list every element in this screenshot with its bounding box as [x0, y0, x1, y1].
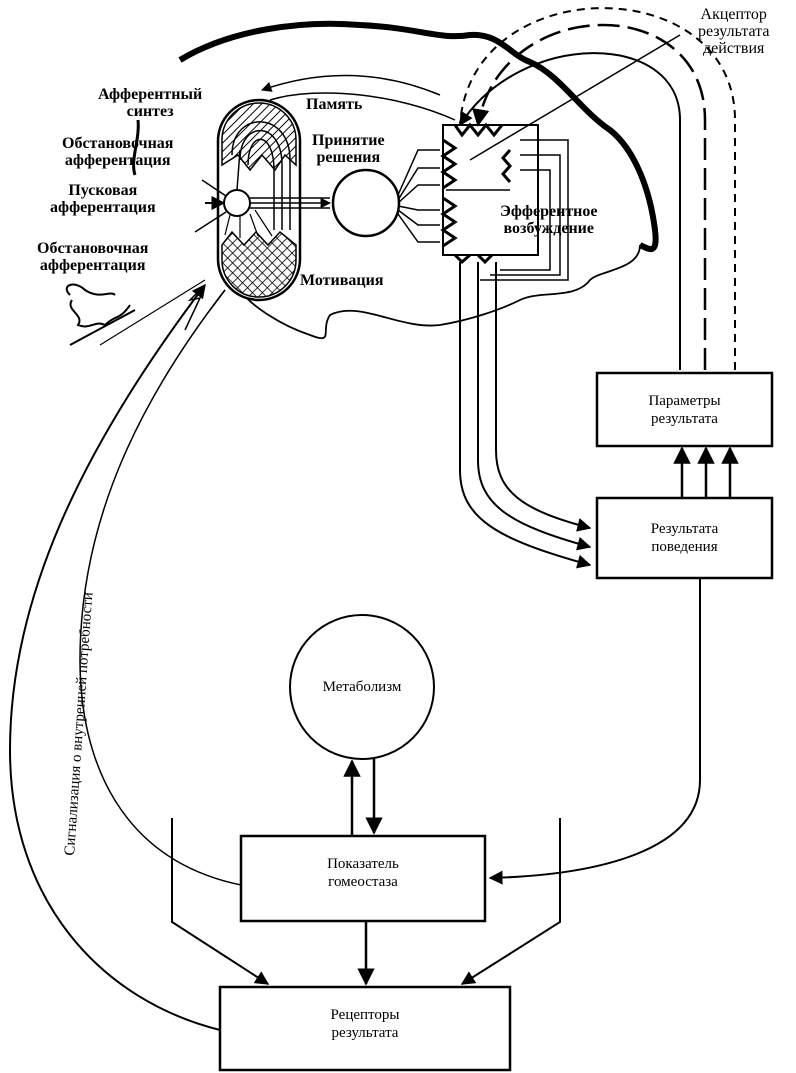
decision-making-line2: решения [316, 149, 381, 166]
cns-boundary-thick [178, 20, 659, 253]
decision-making-line1: Принятие [312, 132, 385, 149]
behavior-results-text: Результата поведения [597, 520, 772, 556]
situational-afferentation-2-line1: Обстановочная [37, 240, 149, 257]
behavior-results-line1: Результата [650, 521, 719, 537]
afferent-synthesis-pointer [132, 119, 140, 176]
metabolism-text: Метаболизм [322, 679, 402, 695]
trigger-node [223, 189, 251, 217]
need-signal-outer [8, 283, 221, 1031]
motivation-crosshatched-zone [221, 230, 297, 298]
homeostasis-line2: гомеостаза [328, 874, 398, 890]
afferent-synthesis-label: Афферентный синтез [98, 86, 202, 120]
acceptor-pointer [469, 34, 681, 161]
efferent-excitation-line2: возбуждение [503, 220, 594, 237]
acceptor-line2: результата [698, 23, 770, 40]
result-receptors-line1: Рецепторы [330, 1007, 400, 1023]
afferent-synthesis-line2: синтез [126, 103, 174, 120]
result-parameters-line2: результата [651, 411, 718, 427]
motivation-label: Мотивация [300, 272, 384, 289]
trigger-afferentation-label: Пусковая афферентация [50, 182, 156, 216]
need-signal-inner [79, 289, 242, 886]
homeostasis-indicator-text: Показатель гомеостаза [241, 855, 485, 891]
efferent-excitation-line1: Эфферентное [500, 203, 598, 220]
decision-circle [331, 168, 401, 238]
afferent-synthesis-line1: Афферентный [98, 86, 203, 103]
acceptor-line1: Акцептор [700, 6, 767, 23]
behavior-results-line2: поведения [651, 539, 718, 555]
result-receptors-line2: результата [331, 1025, 399, 1041]
result-parameters-text: Параметры результата [597, 392, 772, 428]
squiggle-mark [65, 283, 136, 346]
result-parameters-line1: Параметры [648, 393, 721, 409]
cns-boundary-thin [239, 244, 641, 340]
result-receptors-text: Рецепторы результата [220, 1006, 510, 1042]
result-parameters-box [595, 371, 774, 448]
situational-afferentation-label-2: Обстановочная афферентация [37, 240, 148, 274]
metabolism-circle [289, 614, 435, 760]
situational-afferentation-label-1: Обстановочная афферентация [62, 135, 173, 169]
memory-label: Память [306, 96, 363, 113]
efferent-excitation-label: Эфферентное возбуждение [500, 203, 598, 237]
homeostasis-line1: Показатель [327, 856, 399, 872]
result-receptors-box [218, 985, 512, 1072]
trigger-afferentation-line1: Пусковая [68, 182, 138, 199]
homeostasis-indicator-box [239, 834, 487, 923]
behavior-results-box [595, 496, 774, 580]
situational-afferentation-1-line2: афферентация [64, 152, 171, 169]
decision-making-label: Принятие решения [312, 132, 385, 166]
situational-afferentation-1-line1: Обстановочная [62, 135, 174, 152]
trigger-afferentation-line2: афферентация [50, 199, 156, 216]
action-result-acceptor-label: Акцептор результата действия [698, 6, 769, 57]
acceptor-line3: действия [703, 40, 765, 57]
situational-afferentation-2-line2: афферентация [39, 257, 146, 274]
